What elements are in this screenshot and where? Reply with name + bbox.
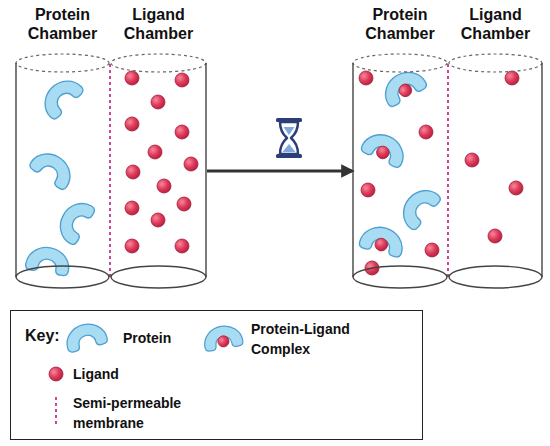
ligand xyxy=(425,243,439,257)
chamber-cylinder: Ligand Chamber xyxy=(448,53,543,289)
ligand xyxy=(151,95,165,109)
chamber-label: Protein Chamber xyxy=(347,5,453,43)
chamber-cylinder: Protein Chamber xyxy=(352,53,448,289)
protein xyxy=(395,182,442,231)
ligand-sample xyxy=(49,367,63,381)
cylinder-top xyxy=(449,54,542,72)
ligand xyxy=(175,239,189,253)
ligand xyxy=(125,117,139,131)
chamber-cylinder: Protein Chamber xyxy=(15,53,110,289)
ligand xyxy=(125,201,139,215)
ligand xyxy=(126,165,140,179)
chamber-label: Ligand Chamber xyxy=(443,5,548,43)
cylinder-bottom xyxy=(16,266,109,288)
ligand xyxy=(509,181,523,195)
membrane-line xyxy=(109,64,111,277)
protein-sample xyxy=(63,320,109,354)
cylinder-top xyxy=(16,54,109,72)
cylinder-top xyxy=(111,54,206,72)
cylinder-wall xyxy=(352,63,353,277)
legend-sample xyxy=(26,383,86,443)
protein-sample xyxy=(202,323,244,352)
cylinder-wall xyxy=(541,63,542,277)
ligand xyxy=(151,213,165,227)
protein xyxy=(53,196,96,246)
cylinder-outline xyxy=(352,53,448,289)
process-arrow xyxy=(207,170,352,173)
ligand xyxy=(125,239,139,253)
protein xyxy=(37,73,85,121)
ligand xyxy=(125,71,139,85)
membrane-line xyxy=(447,64,449,277)
cylinder-bottom xyxy=(353,266,447,288)
ligand xyxy=(148,145,162,159)
protein xyxy=(358,223,406,259)
complex-sample xyxy=(202,323,244,352)
key-box: Key:ProteinLigandProtein-Ligand ComplexS… xyxy=(10,310,423,440)
legend-sample xyxy=(193,309,253,369)
legend-label: Ligand xyxy=(73,365,193,383)
membrane-sample xyxy=(55,397,57,427)
ligand xyxy=(419,125,433,139)
hourglass-glass xyxy=(280,122,298,154)
ligand xyxy=(397,82,414,99)
chamber-label: Protein Chamber xyxy=(10,5,115,43)
hourglass-icon xyxy=(276,118,302,158)
protein-ligand-complex xyxy=(378,65,428,108)
protein-ligand-complex xyxy=(358,223,406,259)
cylinder-wall xyxy=(15,63,16,277)
ligand xyxy=(184,157,198,171)
cylinder-outline xyxy=(110,53,207,289)
cylinder-wall xyxy=(205,63,206,277)
cylinder-top xyxy=(353,54,447,72)
ligand xyxy=(488,229,502,243)
ligand xyxy=(157,179,171,193)
ligand xyxy=(175,73,189,87)
legend-sample xyxy=(56,308,116,368)
protein xyxy=(25,244,72,276)
ligand xyxy=(374,144,391,161)
chamber-cylinder: Ligand Chamber xyxy=(110,53,207,289)
hourglass-sand xyxy=(283,144,296,152)
ligand xyxy=(374,237,389,252)
chamber-label: Ligand Chamber xyxy=(106,5,211,43)
cylinder-outline xyxy=(15,53,110,289)
protein xyxy=(360,128,410,169)
protein-ligand-complex xyxy=(360,128,410,169)
cylinder-bottom xyxy=(111,266,206,288)
ligand xyxy=(505,71,519,85)
ligand xyxy=(175,125,189,139)
protein xyxy=(378,65,428,108)
protein xyxy=(28,146,78,191)
ligand xyxy=(465,153,479,167)
ligand xyxy=(359,71,373,85)
cylinder-bottom xyxy=(449,266,542,288)
legend-label: Protein-Ligand Complex xyxy=(251,319,373,359)
cylinder-outline xyxy=(448,53,543,289)
legend-label: Semi-permeable membrane xyxy=(73,393,233,433)
ligand xyxy=(361,183,375,197)
ligand xyxy=(177,197,191,211)
hourglass-sand xyxy=(284,127,295,135)
ligand-sample xyxy=(217,335,230,348)
